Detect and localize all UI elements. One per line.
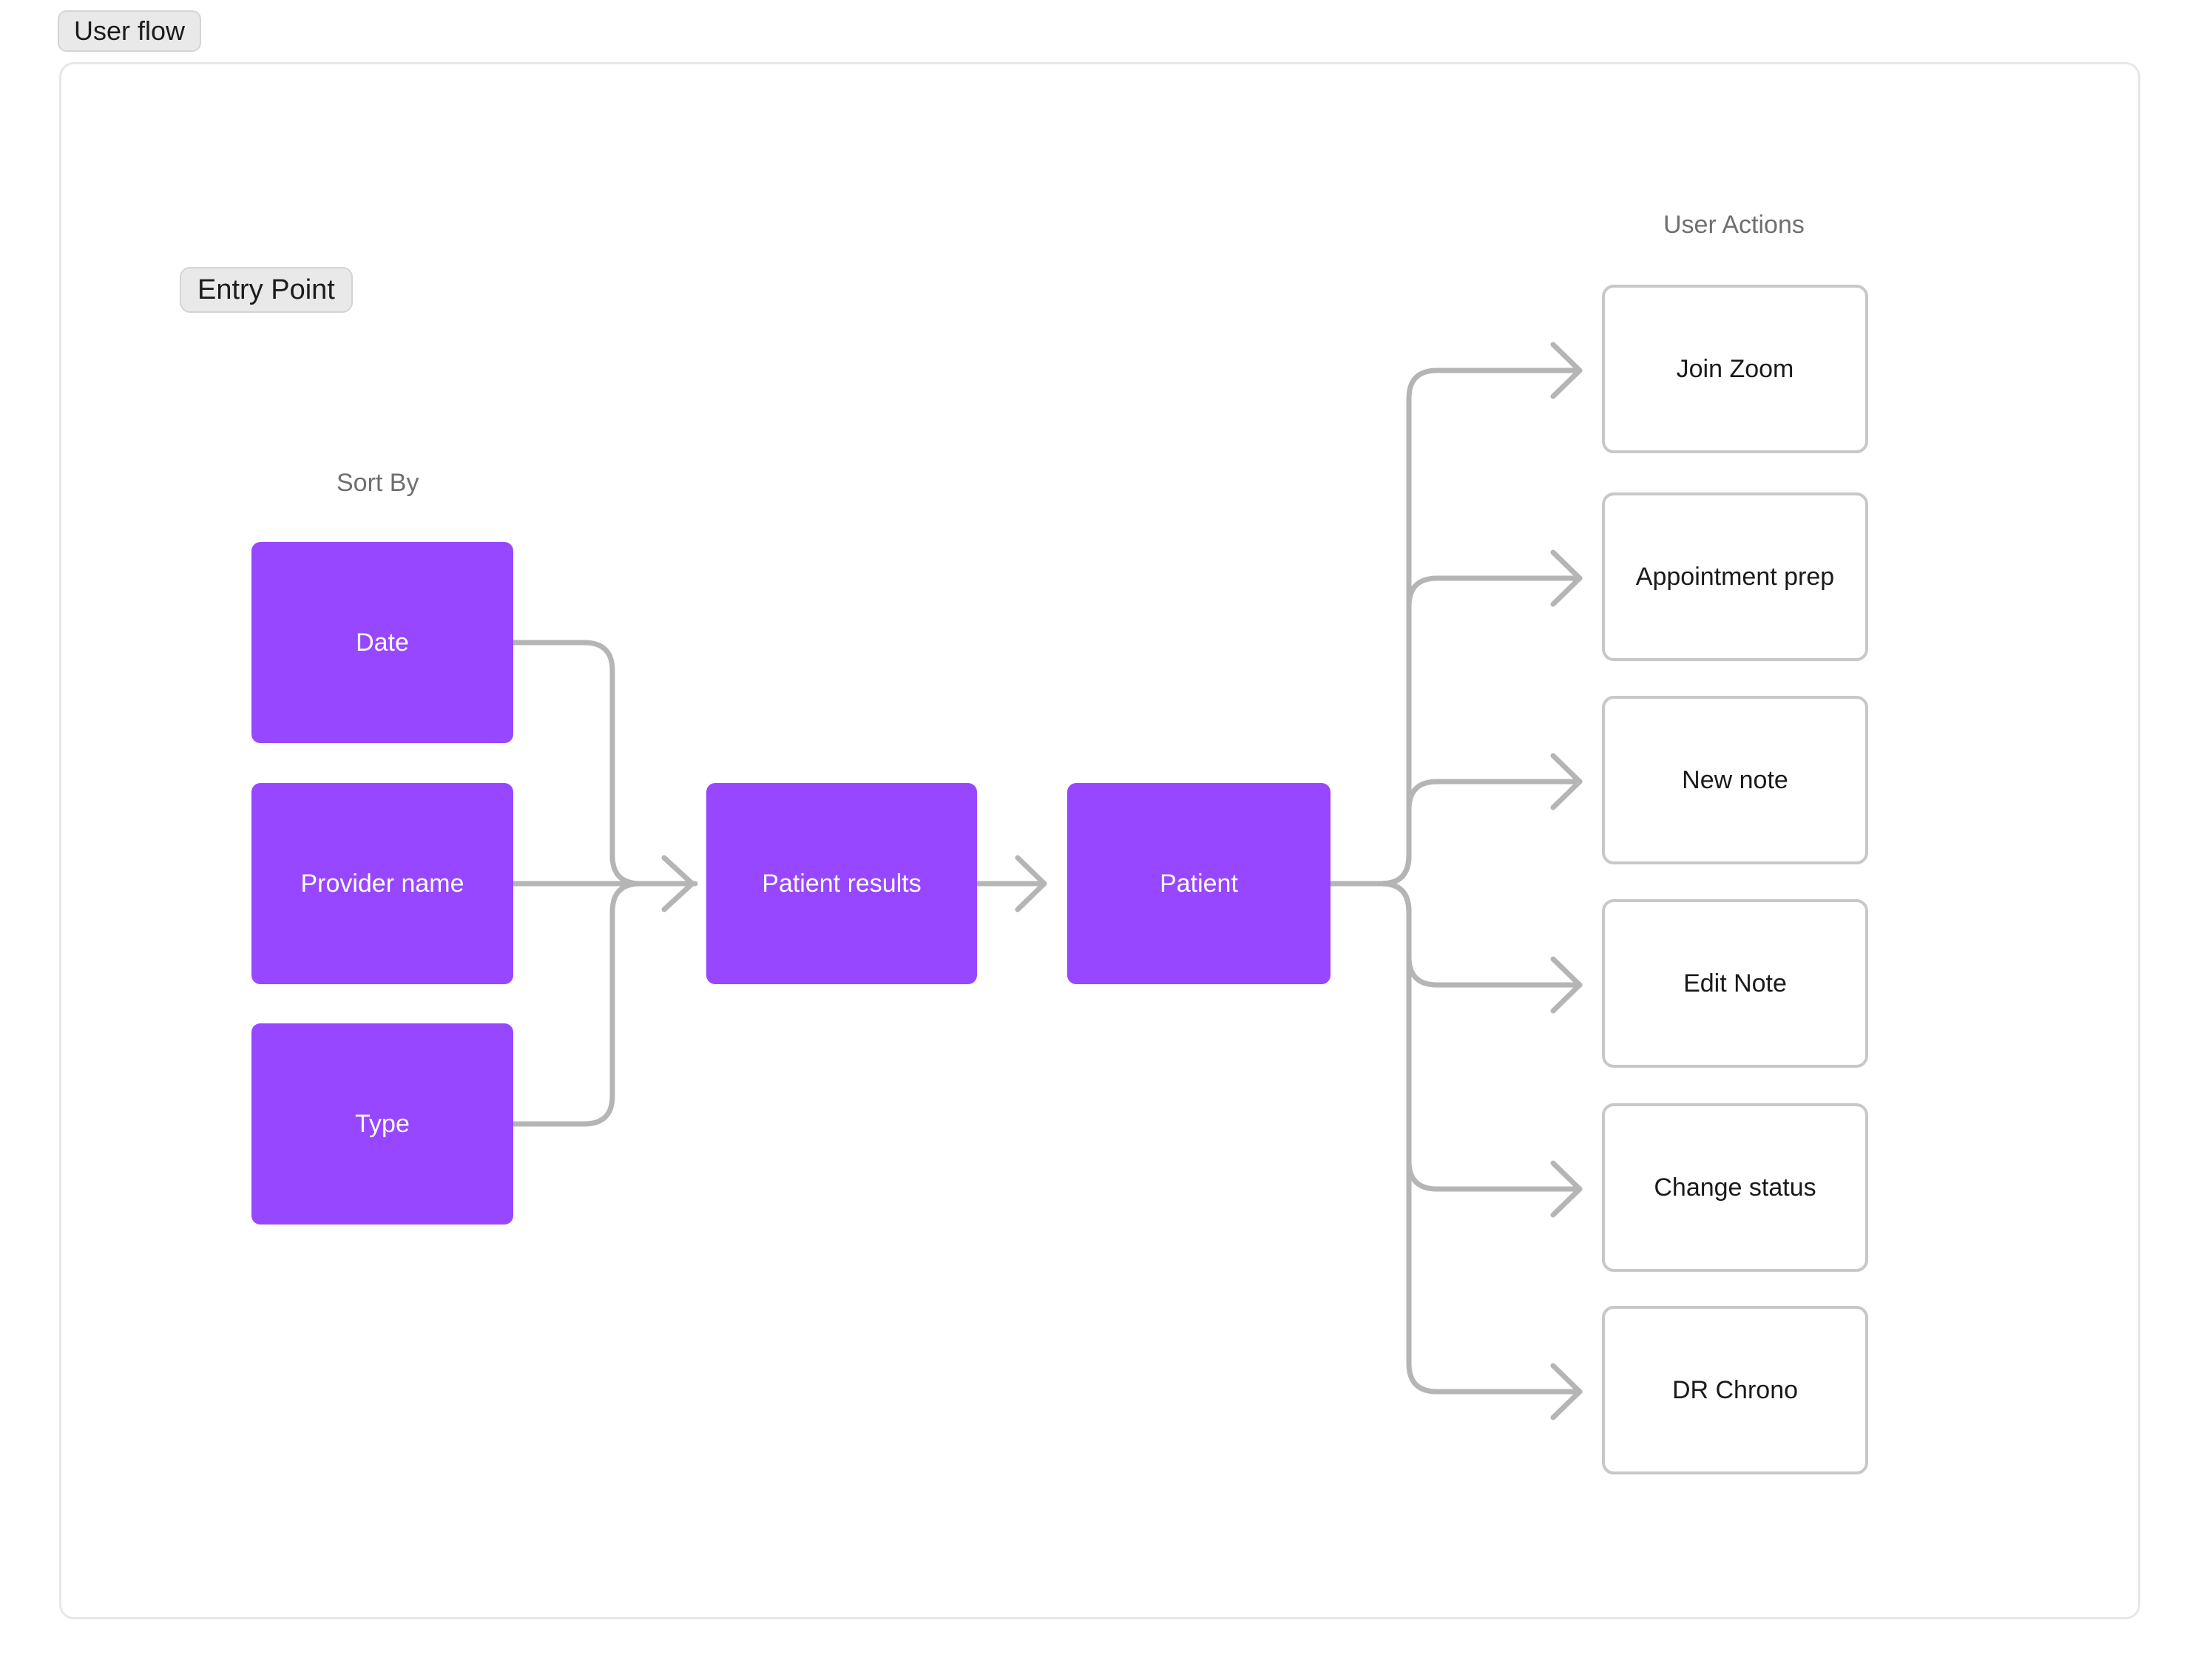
sort-by-caption: Sort By <box>337 469 419 497</box>
node-type[interactable]: Type <box>251 1023 513 1225</box>
entry-point-badge[interactable]: Entry Point <box>180 267 353 313</box>
node-change-status[interactable]: Change status <box>1602 1103 1868 1272</box>
user-actions-caption: User Actions <box>1663 211 1805 239</box>
node-join-zoom[interactable]: Join Zoom <box>1602 285 1868 453</box>
node-dr-chrono[interactable]: DR Chrono <box>1602 1306 1868 1474</box>
node-date[interactable]: Date <box>251 542 513 743</box>
node-edit-note[interactable]: Edit Note <box>1602 899 1868 1068</box>
node-new-note[interactable]: New note <box>1602 696 1868 864</box>
node-provider-name[interactable]: Provider name <box>251 783 513 984</box>
node-appointment-prep[interactable]: Appointment prep <box>1602 492 1868 661</box>
node-patient-results[interactable]: Patient results <box>706 783 977 984</box>
user-flow-badge[interactable]: User flow <box>58 10 202 52</box>
node-patient[interactable]: Patient <box>1067 783 1331 984</box>
